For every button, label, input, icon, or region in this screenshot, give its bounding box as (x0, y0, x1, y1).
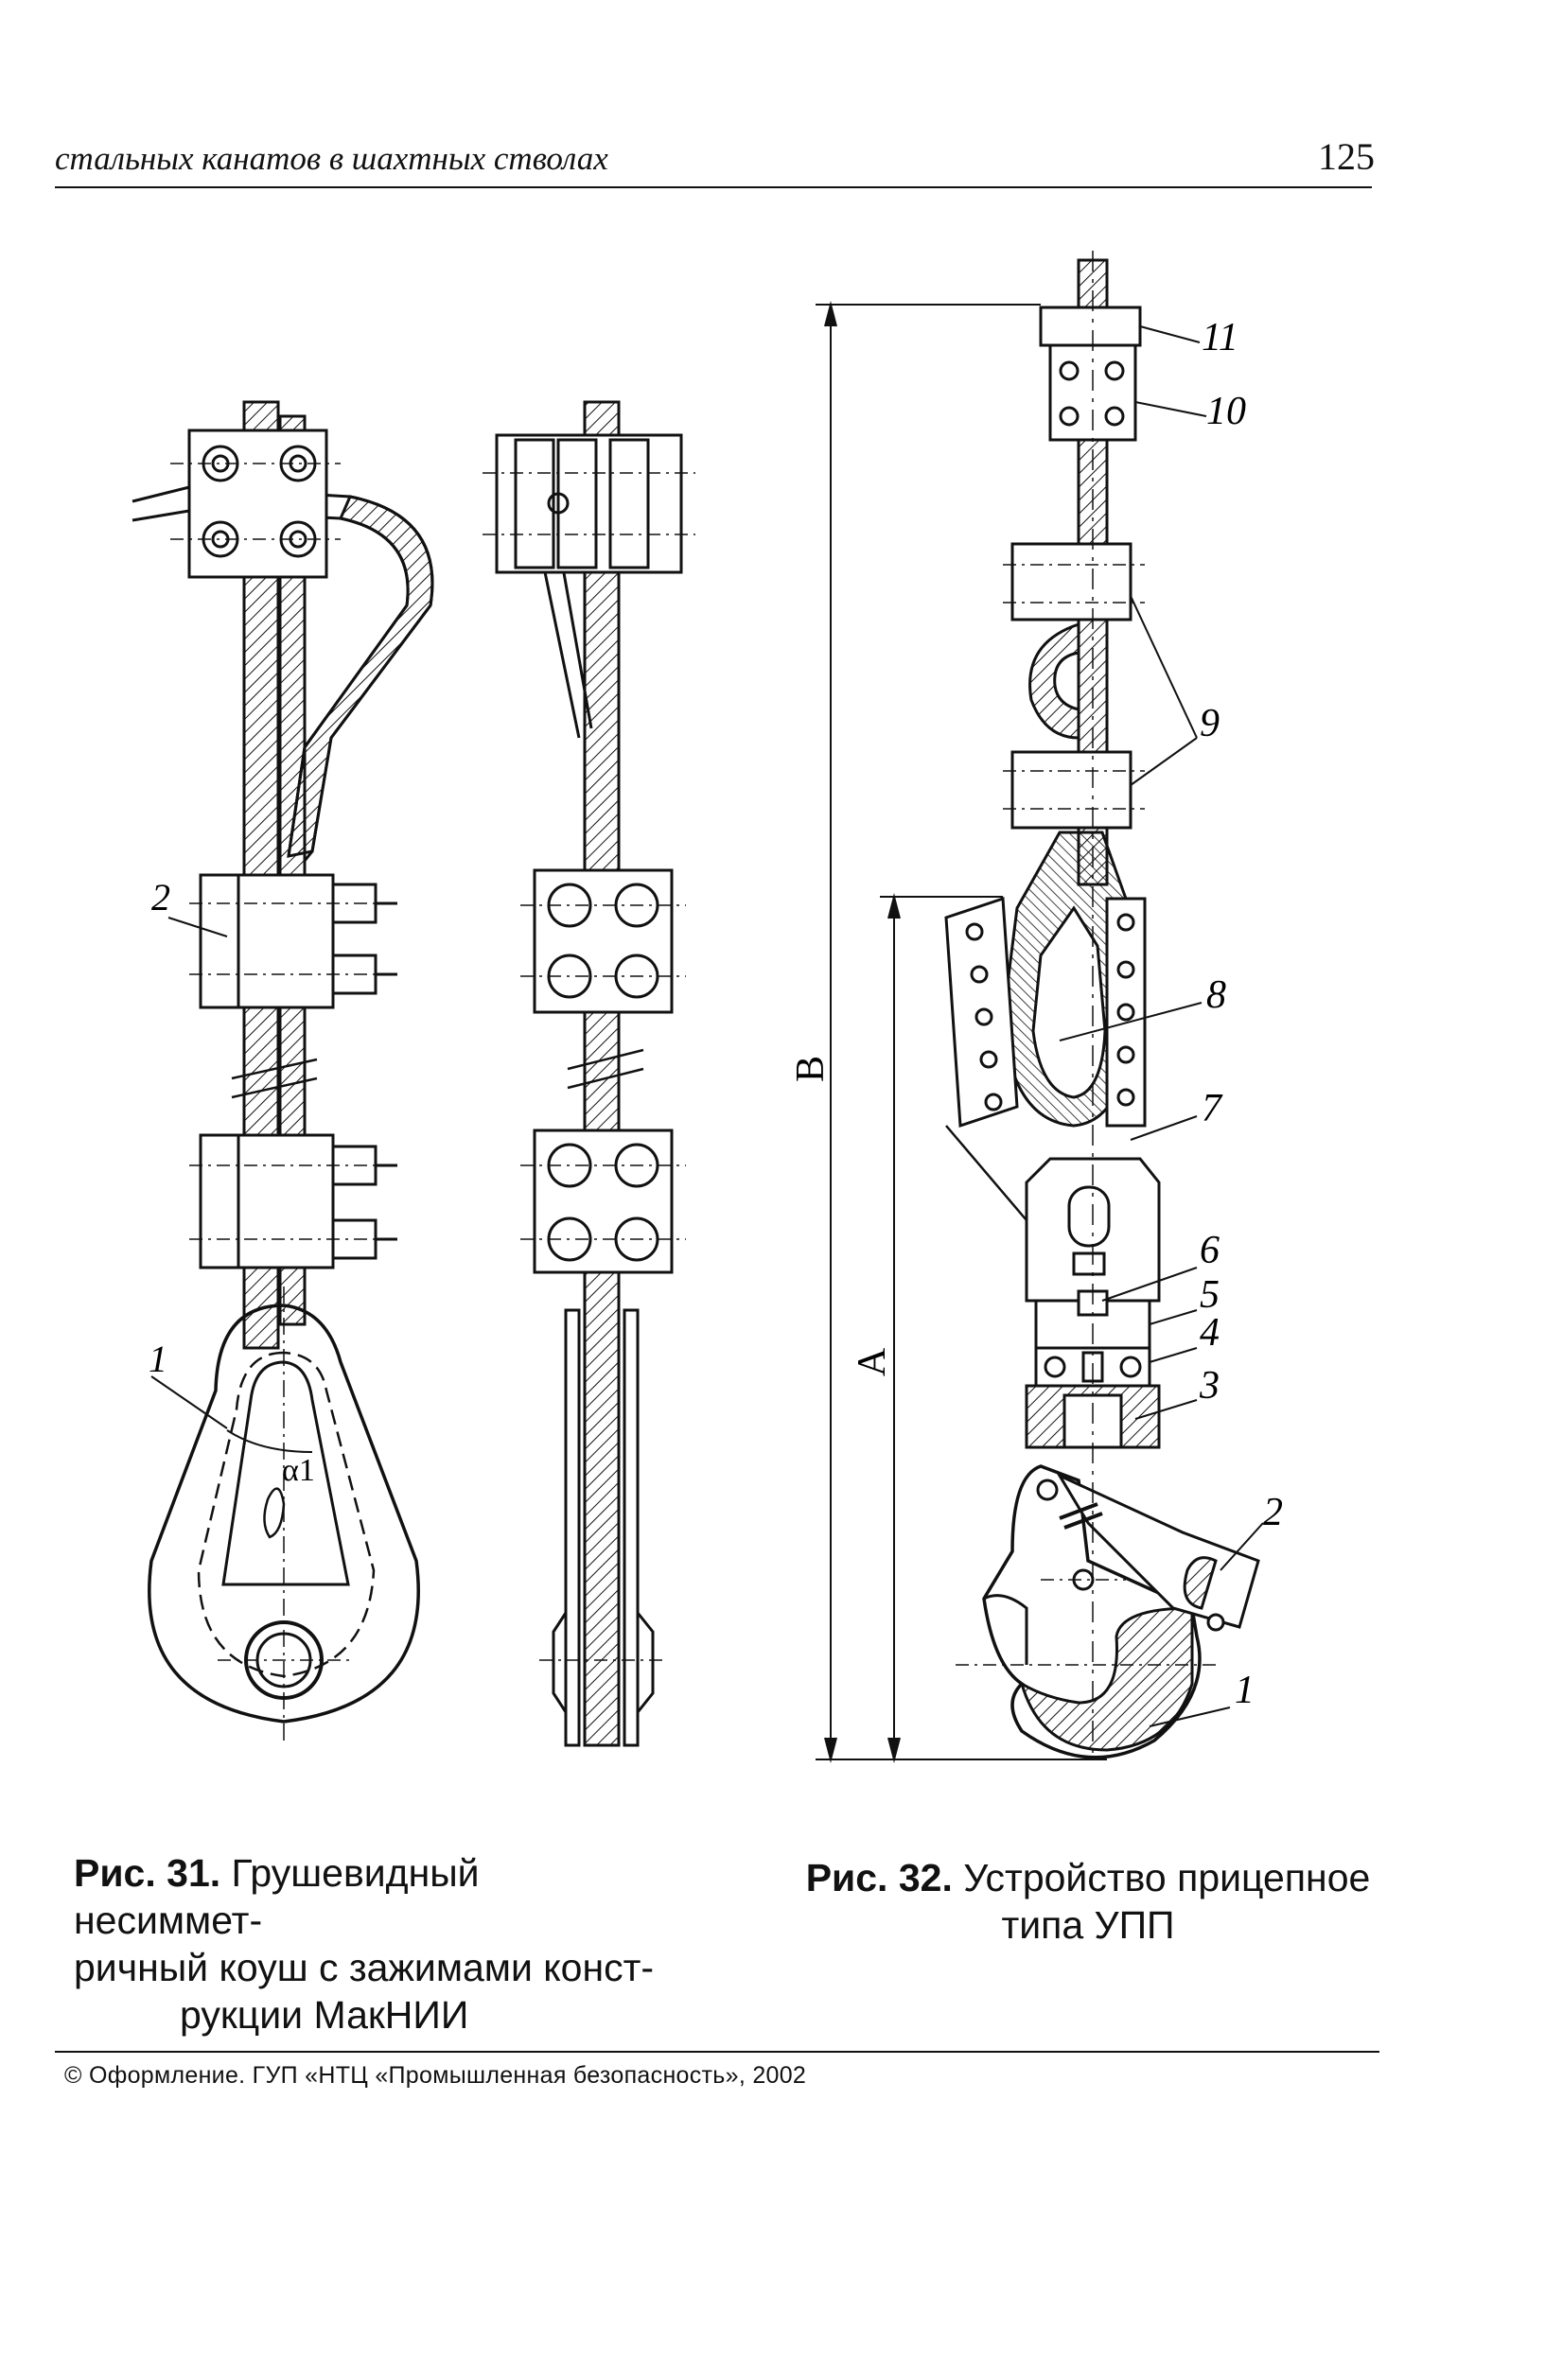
fig32-label-5: 5 (1200, 1273, 1220, 1317)
fig32-label-10: 10 (1206, 390, 1246, 433)
fig31-clamp-upper (189, 873, 397, 1009)
fig32-dim-A: A (851, 1347, 894, 1376)
fig32-caption-line1: Устройство прицепное (952, 1856, 1371, 1899)
figure32-caption: Рис. 32. Устройство прицепное типа УПП (785, 1854, 1391, 1949)
fig32-label-1: 1 (1235, 1669, 1255, 1712)
fig32-label-6: 6 (1200, 1229, 1220, 1272)
fig31-caption-number: Рис. 31. (74, 1851, 221, 1895)
fig31-angle-label: α1 (282, 1453, 315, 1488)
fig32-device (944, 251, 1260, 1759)
fig31-front-view (132, 400, 434, 1741)
fig31-side-view (483, 400, 695, 1747)
fig31-side-clamp-lower (520, 1129, 686, 1274)
fig32-label-7: 7 (1202, 1087, 1223, 1130)
fig31-caption-line1: Грушевидный несиммет- (74, 1851, 480, 1942)
fig32-label-3: 3 (1199, 1364, 1220, 1408)
fig31-clamp-lower (189, 1133, 397, 1269)
fig32-dim-B: B (789, 1056, 833, 1082)
header-rule (55, 186, 1372, 188)
fig32-dimensions (816, 301, 1107, 1763)
fig32-bolts-9 (1003, 542, 1145, 830)
fig31-side-clamp-upper (520, 868, 686, 1014)
page-number: 125 (1318, 135, 1375, 178)
fig32-caption-number: Рис. 32. (805, 1856, 953, 1899)
fig31-label-1: 1 (149, 1338, 167, 1380)
fig31-caption-line3: рукции МакНИИ (180, 1993, 469, 2037)
fig31-caption-line2: ричный коуш с зажимами конст- (74, 1946, 655, 1989)
figure31-caption: Рис. 31. Грушевидный несиммет- ричный ко… (74, 1849, 670, 2039)
fig32-caption-line2: типа УПП (1001, 1903, 1175, 1947)
fig32-label-8: 8 (1206, 973, 1226, 1017)
fig31-label-2: 2 (151, 876, 170, 919)
fig32-label-9: 9 (1200, 702, 1220, 745)
fig32-label-4: 4 (1200, 1311, 1220, 1355)
footer-rule (55, 2051, 1379, 2053)
running-head: стальных канатов в шахтных стволах (55, 140, 608, 177)
fig32-label-2: 2 (1263, 1491, 1283, 1534)
fig32-leaders (1059, 325, 1264, 1727)
copyright-footer: © Оформление. ГУП «НТЦ «Промышленная без… (64, 2062, 807, 2089)
fig32-label-11: 11 (1202, 316, 1238, 359)
